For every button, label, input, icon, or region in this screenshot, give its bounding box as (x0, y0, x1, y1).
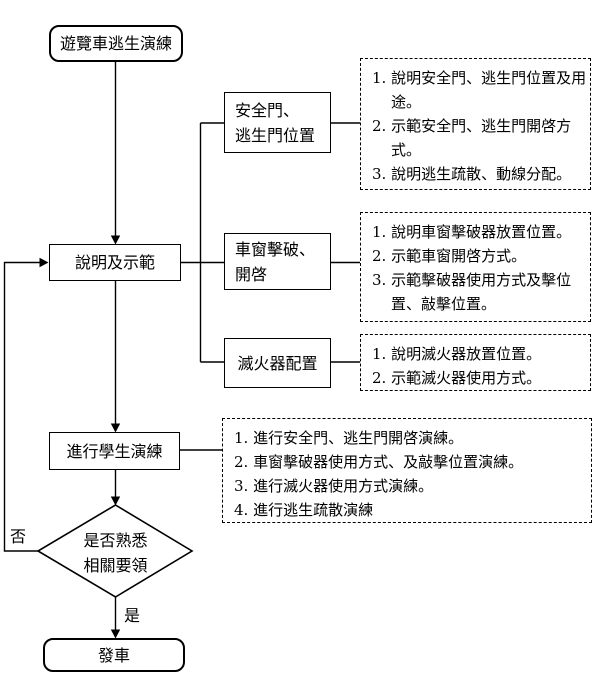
note-line: 3. 說明逃生疏散、動線分配。 (372, 165, 572, 183)
note-line: 1. 說明滅火器放置位置。 (372, 345, 542, 363)
node-safety-door-location: 安全門、 逃生門位置 (224, 92, 331, 153)
arrowhead-into-decision (110, 496, 121, 506)
note-line: 4. 進行逃生疏散演練 (234, 501, 374, 519)
note-line: 1. 進行安全門、逃生門開啓演練。 (234, 429, 464, 447)
edge-label-yes: 是 (124, 606, 141, 625)
note-line: 1. 說明車窗擊破器放置位置。 (372, 223, 572, 241)
note-line: 3. 示範擊破器使用方式及擊位 (372, 271, 572, 289)
note-line: 2. 示範滅火器使用方式。 (372, 369, 542, 387)
note-line: 1. 說明安全門、逃生門位置及用 (372, 69, 587, 87)
arrowhead-into-explain (110, 235, 121, 245)
connector-no-loop (3, 261, 40, 552)
note-line: 置、敲擊位置。 (391, 295, 497, 313)
node-depart: 發車 (43, 638, 185, 672)
decision-familiar-label: 是否熟悉 相關要領 (83, 531, 148, 575)
node-student-practice: 進行學生演練 (49, 432, 180, 470)
arrowhead-into-end (110, 629, 121, 639)
note-extinguisher: 1. 說明滅火器放置位置。 2. 示範滅火器使用方式。 (360, 334, 591, 391)
note-window: 1. 說明車窗擊破器放置位置。 2. 示範車窗開啓方式。 3. 示範擊破器使用方… (360, 212, 591, 322)
note-line: 式。 (391, 141, 422, 159)
note-line: 2. 示範安全門、逃生門開啓方 (372, 117, 572, 135)
note-doors: 1. 說明安全門、逃生門位置及用 途。 2. 示範安全門、逃生門開啓方 式。 3… (360, 58, 591, 190)
node-extinguisher-config: 滅火器配置 (224, 338, 331, 388)
arrowhead-loop-into-explain (39, 257, 49, 268)
note-line: 3. 進行滅火器使用方式演練。 (234, 477, 434, 495)
edge-label-no: 否 (10, 527, 27, 546)
note-line: 2. 車窗擊破器使用方式、及敲擊位置演練。 (234, 453, 524, 471)
note-line: 2. 示範車窗開啓方式。 (372, 247, 527, 265)
note-practice: 1. 進行安全門、逃生門開啓演練。 2. 車窗擊破器使用方式、及敲擊位置演練。 … (222, 418, 592, 523)
node-start: 遊覽車逃生演練 (49, 25, 183, 62)
note-line: 途。 (391, 93, 422, 111)
node-window-break-open: 車窗擊破、 開啓 (224, 233, 331, 290)
node-explain-demo: 說明及示範 (49, 244, 181, 281)
decision-diamond-shape (36, 504, 194, 598)
arrowhead-into-practice (110, 423, 121, 433)
